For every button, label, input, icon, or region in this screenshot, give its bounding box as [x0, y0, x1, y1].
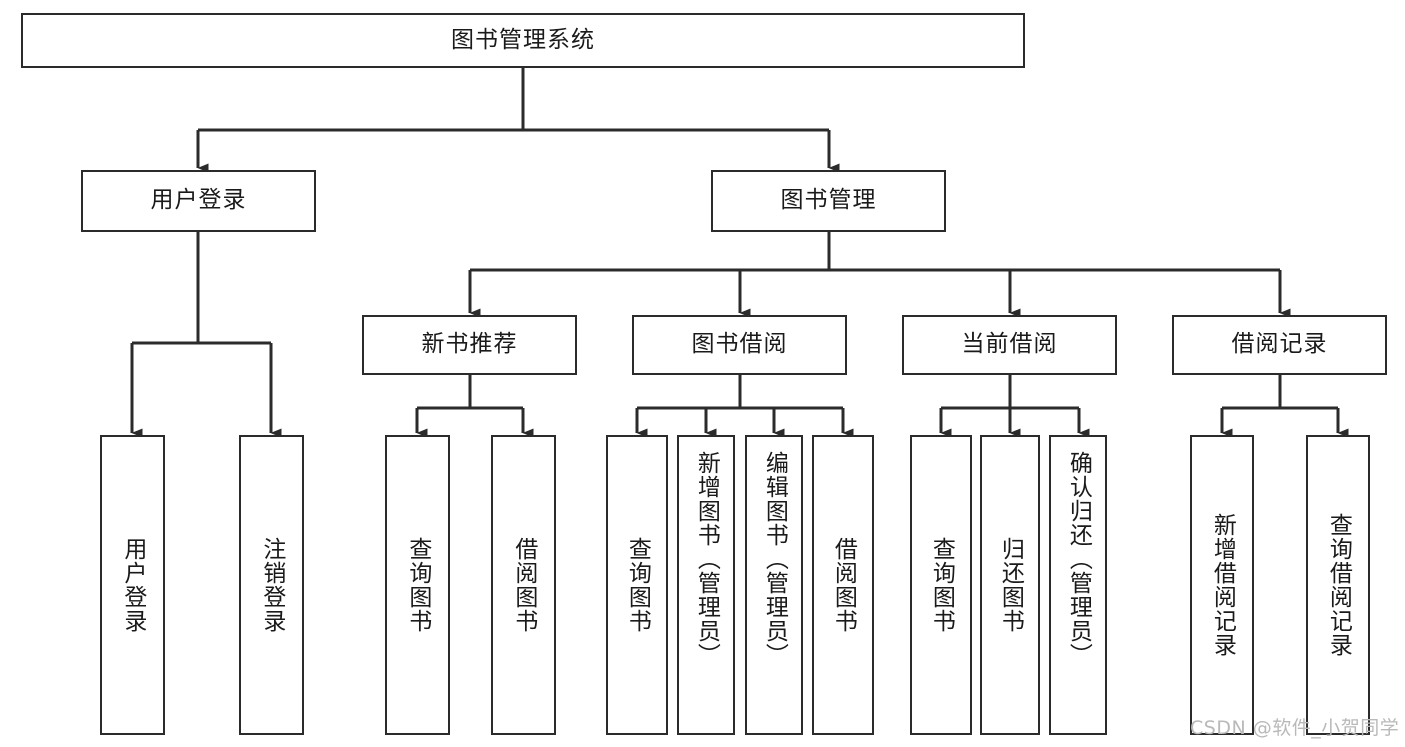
node-label: 确认归还（管理员）: [1065, 451, 1092, 667]
node-label: 归还图书: [997, 537, 1024, 633]
node-new-book-recommendation[interactable]: 新书推荐: [362, 315, 577, 375]
leaf-logout[interactable]: 注销登录: [239, 435, 304, 735]
leaf-add-borrow-record[interactable]: 新增借阅记录: [1190, 435, 1254, 735]
node-label: 查询借阅记录: [1325, 513, 1352, 657]
node-root-book-management-system[interactable]: 图书管理系统: [21, 13, 1025, 68]
node-label: 编辑图书（管理员）: [761, 451, 788, 667]
node-book-borrowing[interactable]: 图书借阅: [632, 315, 847, 375]
node-book-management[interactable]: 图书管理: [711, 170, 946, 232]
node-current-borrowing[interactable]: 当前借阅: [902, 315, 1117, 375]
node-label: 新增图书（管理员）: [693, 451, 720, 667]
node-label: 图书借阅: [691, 331, 788, 358]
leaf-query-books-borrow[interactable]: 查询图书: [606, 435, 668, 735]
leaf-confirm-return-admin[interactable]: 确认归还（管理员）: [1049, 435, 1107, 735]
node-label: 借阅记录: [1231, 331, 1328, 358]
node-label: 当前借阅: [961, 331, 1058, 358]
node-borrow-records[interactable]: 借阅记录: [1172, 315, 1387, 375]
node-label: 借阅图书: [830, 537, 857, 633]
node-label: 用户登录: [150, 187, 247, 214]
watermark-csdn: CSDN @软件_小贺同学: [1190, 717, 1400, 739]
node-label: 查询图书: [928, 537, 955, 633]
node-label: 图书管理系统: [451, 26, 595, 53]
node-label: 查询图书: [404, 537, 431, 633]
leaf-edit-book-admin[interactable]: 编辑图书（管理员）: [745, 435, 803, 735]
leaf-query-books-new-book[interactable]: 查询图书: [385, 435, 450, 735]
leaf-user-login[interactable]: 用户登录: [100, 435, 165, 735]
node-label: 借阅图书: [510, 537, 537, 633]
node-label: 用户登录: [119, 537, 146, 633]
node-label: 注销登录: [258, 537, 285, 633]
node-label: 查询图书: [624, 537, 651, 633]
leaf-borrow-books-new-book[interactable]: 借阅图书: [491, 435, 556, 735]
node-label: 新书推荐: [421, 331, 518, 358]
leaf-query-borrow-record[interactable]: 查询借阅记录: [1306, 435, 1370, 735]
leaf-query-books-current[interactable]: 查询图书: [910, 435, 972, 735]
leaf-return-books[interactable]: 归还图书: [980, 435, 1040, 735]
node-user-login[interactable]: 用户登录: [81, 170, 316, 232]
leaf-add-book-admin[interactable]: 新增图书（管理员）: [677, 435, 735, 735]
leaf-borrow-books[interactable]: 借阅图书: [812, 435, 874, 735]
node-label: 新增借阅记录: [1209, 513, 1236, 657]
node-label: 图书管理: [780, 187, 877, 214]
